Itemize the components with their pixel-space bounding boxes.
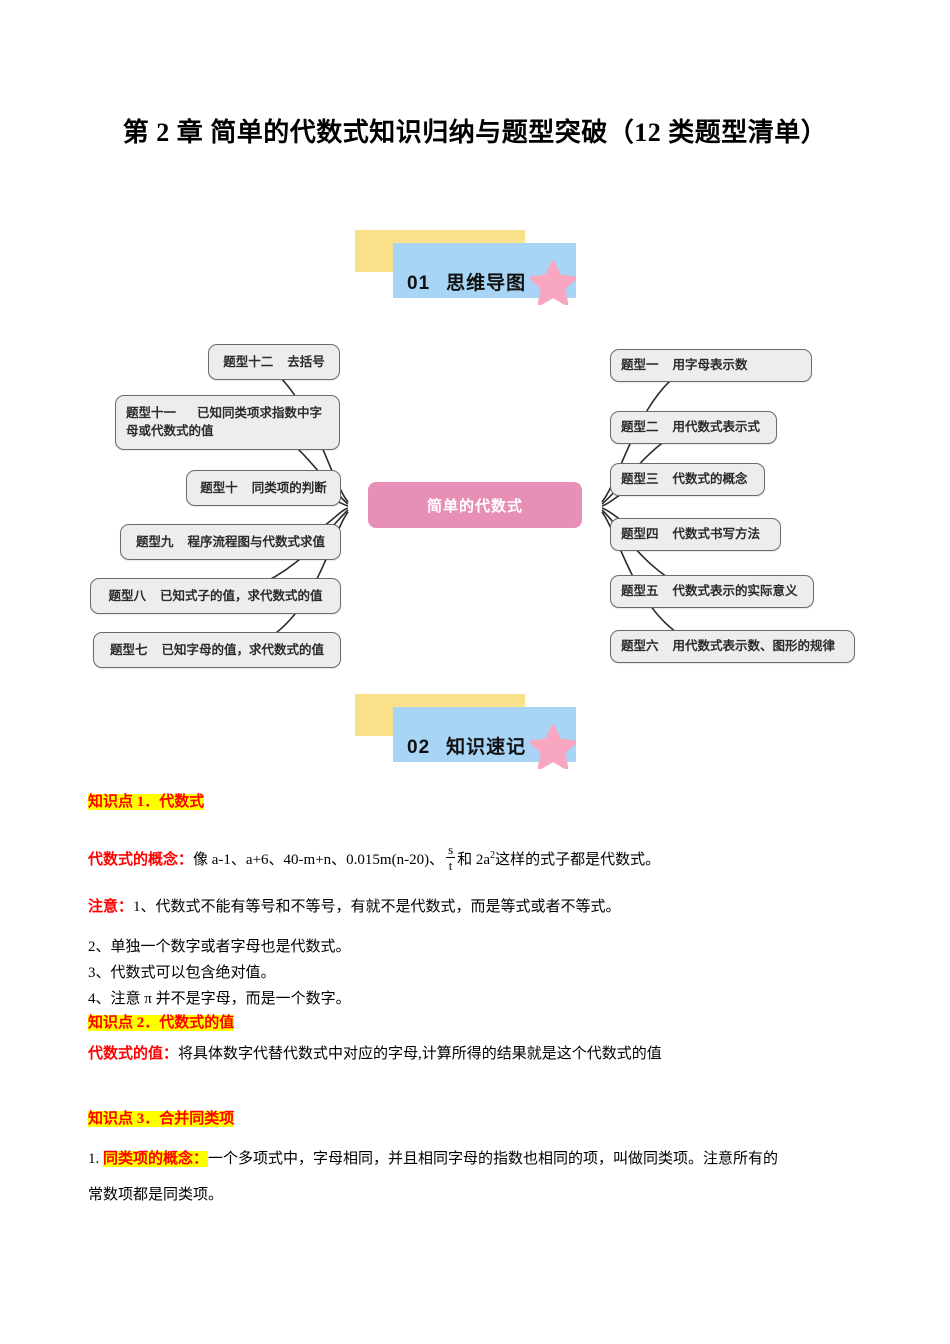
section-01-number: 01 [407,273,431,294]
section-01-title: 01 思维导图 [407,268,597,295]
mindmap-node-right-5[interactable]: 题型五 代数式表示的实际意义 [610,575,814,608]
fraction-denominator: t [448,858,453,873]
mindmap: 简单的代数式 题型十二 去括号 题型十一 已知同类项求指数中字母或代数式的值 题… [0,330,950,690]
mindmap-node-left-6[interactable]: 题型七 已知字母的值，求代数式的值 [93,632,341,668]
note-item-3: 3、代数式可以包含绝对值。 [88,965,276,981]
concept-text-b-post: 这样的式子都是代数式。 [495,852,661,869]
star-icon [530,261,576,305]
section-banner-01: 01 思维导图 [355,230,585,305]
node-text: 题型三 [621,472,659,487]
node-text: 题型六 [621,639,659,654]
mindmap-node-left-3[interactable]: 题型十 同类项的判断 [186,470,341,506]
fraction-bar [446,857,456,858]
mindmap-node-right-3[interactable]: 题型三 代数式的概念 [610,463,765,496]
concept-text-a: 像 a-1、a+6、40-m+n、0.015m(n-20)、 [193,852,445,869]
mindmap-center-node[interactable]: 简单的代数式 [368,482,582,528]
node-text: 题型五 [621,584,659,599]
knowledge-point-2-heading: 知识点 2．代数式的值 [88,1012,235,1035]
node-desc: 去括号 [287,354,325,369]
node-desc: 代数式表示的实际意义 [672,584,798,599]
node-text: 题型八 [108,588,146,603]
value-label: 代数式的值： [88,1046,179,1062]
heading-text: 知识点 3．合并同类项 [88,1111,235,1127]
note-line-1: 注意：1、代数式不能有等号和不等号，有就不是代数式，而是等式或者不等式。 [88,896,621,919]
node-desc: 已知式子的值，求代数式的值 [160,588,323,603]
page-title: 第 2 章 简单的代数式知识归纳与题型突破（12 类题型清单） [122,118,828,147]
item-number: 1. [88,1151,100,1167]
node-text: 题型十 [200,480,238,495]
concept-text-b-pre: 和 2a [457,852,491,869]
fraction-numerator: s [448,842,454,857]
section-banner-02: 02 知识速记 [355,694,585,769]
note-item-4: 4、注意 π 并不是字母，而是一个数字。 [88,991,351,1007]
concept-label: 代数式的概念： [88,852,194,869]
node-text: 题型四 [621,527,659,542]
node-text: 题型二 [621,420,659,435]
note-item-2: 2、单独一个数字或者字母也是代数式。 [88,939,351,955]
section-02-number: 02 [407,737,431,758]
node-desc: 已知同类项求指数中字母或代数式的值 [126,406,322,439]
node-desc: 代数式书写方法 [672,527,761,542]
node-text: 题型十二 [223,354,274,369]
item-text-line-2: 常数项都是同类项。 [88,1187,224,1203]
knowledge-point-3-heading: 知识点 3．合并同类项 [88,1108,235,1131]
mindmap-node-right-2[interactable]: 题型二 用代数式表示式 [610,411,777,444]
node-desc: 用代数式表示式 [672,420,761,435]
value-definition-line: 代数式的值：将具体数字代替代数式中对应的字母,计算所得的结果就是这个代数式的值 [88,1043,662,1066]
section-02-label: 知识速记 [446,737,527,758]
item-text-line-1: 一个多项式中，字母相同，并且相同字母的指数也相同的项，叫做同类项。注意所有的 [208,1151,779,1167]
node-desc: 同类项的判断 [251,480,327,495]
star-icon [530,725,576,769]
node-text: 题型七 [109,642,148,657]
mindmap-node-left-5[interactable]: 题型八 已知式子的值，求代数式的值 [90,578,341,614]
node-desc: 已知字母的值，求代数式的值 [161,642,325,657]
note-item-1: 1、代数式不能有等号和不等号，有就不是代数式，而是等式或者不等式。 [133,899,621,915]
heading-text: 知识点 2．代数式的值 [88,1015,235,1031]
like-terms-concept-line: 1. 同类项的概念：一个多项式中，字母相同，并且相同字母的指数也相同的项，叫做同… [88,1148,778,1171]
note-label: 注意： [88,899,134,915]
heading-text: 知识点 1．代数式 [88,794,205,810]
node-desc: 程序流程图与代数式求值 [187,534,326,549]
node-text: 题型十一 [126,406,177,420]
mindmap-node-left-4[interactable]: 题型九 程序流程图与代数式求值 [120,524,341,560]
node-desc: 用代数式表示数、图形的规律 [672,639,836,654]
mindmap-node-left-1[interactable]: 题型十二 去括号 [208,344,340,380]
mindmap-node-right-6[interactable]: 题型六 用代数式表示数、图形的规律 [610,630,855,663]
node-desc: 代数式的概念 [672,472,748,487]
value-text: 将具体数字代替代数式中对应的字母,计算所得的结果就是这个代数式的值 [178,1046,662,1062]
mindmap-node-right-1[interactable]: 题型一 用字母表示数 [610,349,812,382]
section-02-title: 02 知识速记 [407,732,597,759]
mindmap-node-right-4[interactable]: 题型四 代数式书写方法 [610,518,781,551]
node-text: 题型九 [135,534,174,549]
node-text: 题型一 [621,358,659,373]
mindmap-node-left-2[interactable]: 题型十一 已知同类项求指数中字母或代数式的值 [115,395,340,450]
exponent: 2 [490,850,496,862]
section-01-label: 思维导图 [446,273,527,294]
item-label: 同类项的概念： [103,1151,209,1167]
node-desc: 用字母表示数 [672,358,748,373]
knowledge-point-1-heading: 知识点 1．代数式 [88,791,205,814]
